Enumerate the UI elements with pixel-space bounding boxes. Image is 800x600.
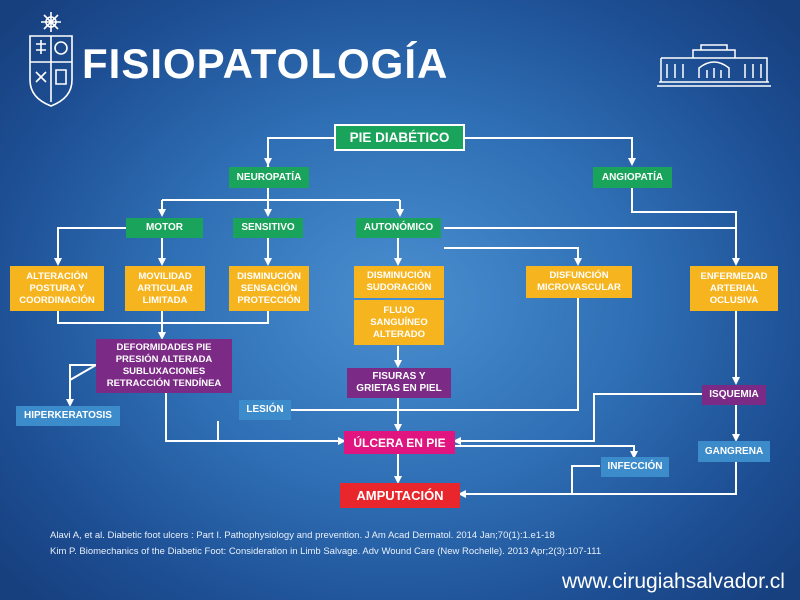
node-sensitivo: SENSITIVO	[233, 218, 303, 238]
node-autonomico: AUTONÓMICO	[356, 218, 441, 238]
website-url: www.cirugiahsalvador.cl	[562, 570, 785, 593]
university-crest-icon	[29, 12, 73, 107]
page-title: FISIOPATOLOGÍA	[82, 40, 449, 87]
node-gangrena: GANGRENA	[698, 441, 770, 462]
reference-1: Alavi A, et al. Diabetic foot ulcers : P…	[50, 530, 555, 541]
node-disfuncion-microvascular: DISFUNCIÓN MICROVASCULAR	[526, 266, 632, 298]
node-motor: MOTOR	[126, 218, 203, 238]
node-lesion: LESIÓN	[239, 400, 291, 420]
node-fisuras-grietas: FISURAS Y GRIETAS EN PIEL	[347, 368, 451, 398]
node-amputacion: AMPUTACIÓN	[340, 483, 460, 508]
node-angiopatia: ANGIOPATÍA	[593, 167, 672, 188]
node-disminucion-sudoracion: DISMINUCIÓN SUDORACIÓN	[354, 266, 444, 298]
node-pie-diabetico: PIE DIABÉTICO	[334, 124, 465, 151]
node-infeccion: INFECCIÓN	[601, 457, 669, 477]
node-ulcera-en-pie: ÚLCERA EN PIE	[344, 431, 455, 454]
node-deformidades-pie: DEFORMIDADES PIE PRESIÓN ALTERADA SUBLUX…	[96, 339, 232, 393]
node-alteracion-postura: ALTERACIÓN POSTURA Y COORDINACIÓN	[10, 266, 104, 311]
reference-2: Kim P. Biomechanics of the Diabetic Foot…	[50, 546, 602, 557]
node-hiperkeratosis: HIPERKERATOSIS	[16, 406, 120, 426]
node-enfermedad-arterial: ENFERMEDAD ARTERIAL OCLUSIVA	[690, 266, 778, 311]
building-facade-icon	[657, 44, 771, 87]
node-isquemia: ISQUEMIA	[702, 385, 766, 405]
node-neuropatia: NEUROPATÍA	[229, 167, 309, 188]
node-flujo-sanguineo: FLUJO SANGUÍNEO ALTERADO	[354, 300, 444, 345]
node-disminucion-sensacion: DISMINUCIÓN SENSACIÓN PROTECCIÓN	[229, 266, 309, 311]
node-movilidad-articular: MOVILIDAD ARTICULAR LIMITADA	[125, 266, 205, 311]
